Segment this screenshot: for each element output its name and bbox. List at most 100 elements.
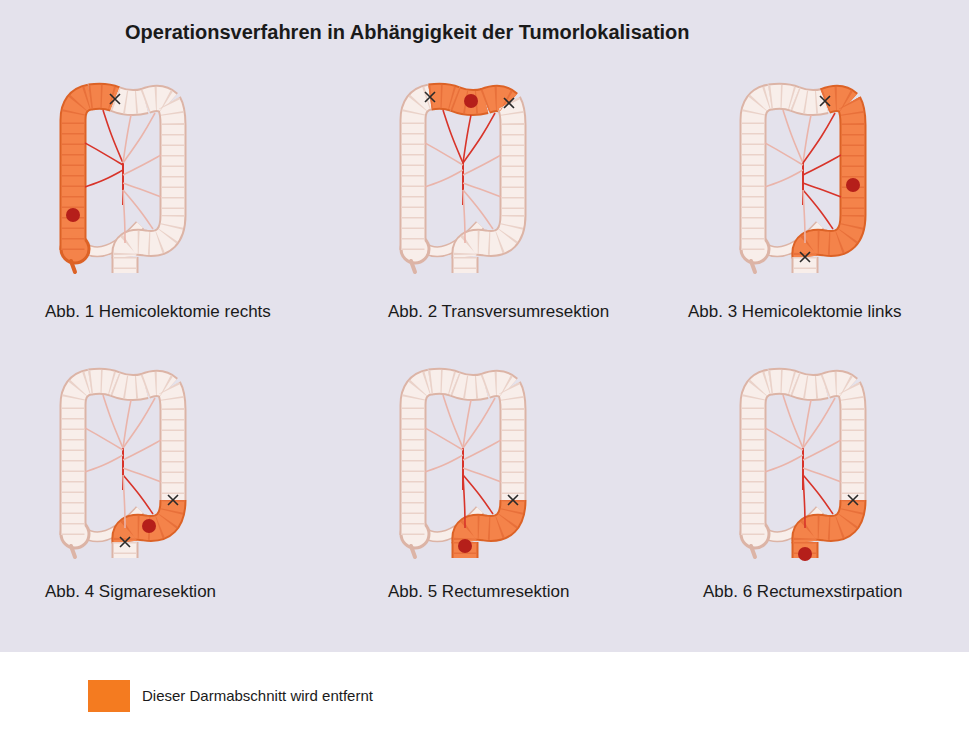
colon-outline xyxy=(112,542,139,558)
colon-segment xyxy=(73,382,90,535)
haustra xyxy=(753,382,770,535)
colon-outline xyxy=(792,257,819,273)
figure-caption: Abb. 2 Transversumresektion xyxy=(388,302,609,322)
artery-branch xyxy=(123,475,153,514)
artery-branch xyxy=(463,183,501,197)
tumor xyxy=(846,178,860,192)
haustra xyxy=(849,103,853,215)
colon-segment xyxy=(509,388,513,500)
tumor xyxy=(464,94,478,108)
colon-segment xyxy=(454,257,477,273)
colon-outline xyxy=(509,103,513,215)
colon-outline xyxy=(452,257,479,273)
artery-branch xyxy=(463,113,495,163)
colon-segment xyxy=(849,103,853,215)
haustra xyxy=(805,500,853,542)
artery-branch xyxy=(803,190,805,243)
artery-branch xyxy=(783,395,803,448)
artery-branch xyxy=(463,115,471,163)
haustra xyxy=(795,99,825,103)
haustra xyxy=(115,384,145,388)
colon-segment xyxy=(90,96,115,99)
colon-figure xyxy=(400,381,519,558)
haustra xyxy=(770,96,795,99)
haustra xyxy=(794,257,817,273)
colon-outline xyxy=(795,99,825,103)
artery-branch xyxy=(425,143,463,165)
colon-figure xyxy=(740,96,861,273)
colon-segment xyxy=(90,381,115,384)
colon-figure xyxy=(740,381,859,561)
haustra xyxy=(849,388,853,500)
artery-branch xyxy=(463,190,465,243)
tumor xyxy=(142,519,156,533)
figure-caption: Abb. 5 Rectumresektion xyxy=(388,582,569,602)
legend-text: Dieser Darmabschnitt wird entfernt xyxy=(142,687,373,704)
haustra xyxy=(795,384,825,388)
colon-outline xyxy=(430,381,455,384)
haustra xyxy=(465,500,513,542)
title: Operationsverfahren in Abhängigkeit der … xyxy=(125,21,690,44)
colon-segment xyxy=(770,381,795,384)
colon-outline xyxy=(805,215,853,257)
colon-segment xyxy=(795,384,825,388)
colon-segment xyxy=(849,388,853,500)
artery-branch xyxy=(443,395,463,448)
artery-branch xyxy=(803,115,811,163)
colon-segment xyxy=(115,384,145,388)
colon-outline xyxy=(115,99,145,103)
artery-branch xyxy=(803,113,835,163)
colon-outline xyxy=(90,96,115,99)
colon-segment xyxy=(770,96,795,99)
figure-caption: Abb. 4 Sigmaresektion xyxy=(45,582,216,602)
artery-branch xyxy=(803,183,841,197)
clamp-mark xyxy=(848,495,858,505)
colon-outline xyxy=(115,384,145,388)
artery-branch xyxy=(123,115,131,163)
artery-branch xyxy=(123,113,155,163)
artery-branch xyxy=(803,468,841,482)
artery-branch xyxy=(803,190,833,229)
artery-branch xyxy=(123,190,153,229)
artery-branch xyxy=(803,440,841,460)
appendix xyxy=(71,546,75,557)
artery-branch xyxy=(463,155,501,175)
artery-branch xyxy=(765,143,803,165)
artery-branch xyxy=(123,440,161,460)
artery-branch xyxy=(765,170,803,187)
tumor xyxy=(798,547,812,561)
colon-segment xyxy=(413,382,430,535)
colon-segment xyxy=(145,383,169,388)
artery-branch xyxy=(103,110,123,163)
haustra xyxy=(805,215,853,257)
haustra xyxy=(825,383,849,388)
colon-segment xyxy=(169,388,173,500)
haustra xyxy=(90,381,115,384)
haustra xyxy=(90,96,115,99)
colon-figure xyxy=(400,92,515,273)
colon-segment xyxy=(169,103,173,215)
figure-caption: Abb. 1 Hemicolektomie rechts xyxy=(45,302,271,322)
artery-branch xyxy=(103,395,123,448)
colon-outline xyxy=(413,97,430,250)
figure-caption: Abb. 6 Rectumexstirpation xyxy=(703,582,902,602)
haustra xyxy=(454,257,477,273)
colon-outline xyxy=(825,383,849,388)
artery-branch xyxy=(425,428,463,450)
clamp-mark xyxy=(110,94,120,104)
haustra xyxy=(825,98,849,103)
clamp-mark xyxy=(168,495,178,505)
colon-outline xyxy=(73,97,90,250)
colon-segment xyxy=(753,97,770,250)
haustra xyxy=(169,388,173,500)
artery-branch xyxy=(85,143,123,165)
colon-outline xyxy=(430,96,455,99)
haustra xyxy=(455,384,485,388)
colon-segment xyxy=(114,542,137,558)
colon-segment xyxy=(430,381,455,384)
artery-branch xyxy=(425,455,463,472)
artery-branch xyxy=(123,400,131,448)
colon-outline xyxy=(825,98,849,103)
artery-branch xyxy=(803,155,841,175)
